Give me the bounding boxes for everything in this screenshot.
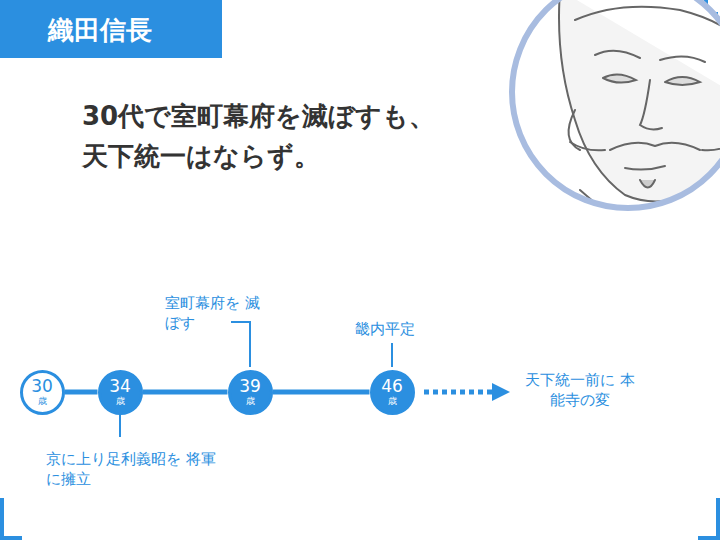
timeline-line bbox=[65, 390, 98, 395]
leader-line bbox=[391, 343, 393, 367]
portrait bbox=[512, 0, 720, 240]
headline: 30代で室町幕府を滅ぼすも、 天下統一はならず。 bbox=[82, 96, 438, 177]
age-circle: 46 歳 bbox=[370, 370, 415, 415]
event-label: 天下統一前に 本能寺の変 bbox=[520, 370, 640, 411]
age-circle: 30 歳 bbox=[20, 370, 65, 415]
arrow-head bbox=[492, 383, 510, 401]
leader-line bbox=[119, 413, 121, 437]
event-label: 畿内平定 bbox=[355, 320, 435, 340]
timeline-line bbox=[273, 390, 370, 395]
leader-line bbox=[231, 322, 250, 367]
age-unit: 歳 bbox=[38, 397, 47, 406]
age-number: 34 bbox=[109, 378, 131, 395]
age-circle: 39 歳 bbox=[228, 370, 273, 415]
age-number: 46 bbox=[381, 378, 403, 395]
title-tab bbox=[0, 0, 222, 58]
timeline-line bbox=[143, 390, 228, 395]
age-number: 39 bbox=[239, 378, 261, 395]
title-text: 織田信長 bbox=[48, 15, 152, 46]
age-unit: 歳 bbox=[388, 397, 397, 406]
dotted-arrow bbox=[424, 390, 492, 395]
corner-bracket bbox=[698, 498, 718, 538]
event-label: 室町幕府を 滅ぼす bbox=[165, 294, 260, 333]
age-circle: 34 歳 bbox=[98, 370, 143, 415]
age-unit: 歳 bbox=[246, 397, 255, 406]
event-label: 京に上り足利義昭を 将軍に擁立 bbox=[46, 450, 216, 489]
corner-bracket bbox=[2, 498, 22, 538]
age-unit: 歳 bbox=[116, 397, 125, 406]
age-number: 30 bbox=[31, 378, 53, 395]
